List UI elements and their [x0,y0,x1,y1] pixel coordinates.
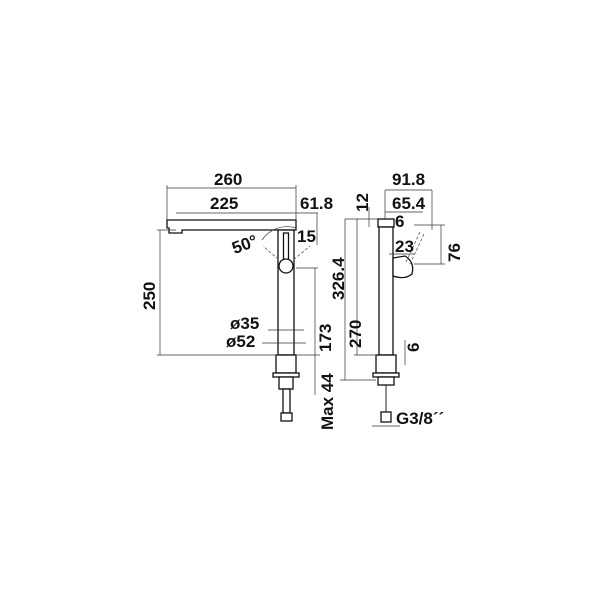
dim-diameter-52: ø52 [226,332,255,351]
dim-61-8: 61.8 [300,194,333,213]
handle [392,255,414,279]
pivot [278,258,294,274]
dim-260: 260 [214,170,242,189]
front-view-faucet [166,219,311,422]
dim-326-4: 326.4 [329,257,348,300]
dim-6-top: 6 [395,212,404,231]
dim-23: 23 [395,237,414,256]
dim-50-deg: 50° [229,231,260,258]
side-view-dimensions: 91.8 65.4 6 12 23 76 326.4 270 6 G3/8´´ [329,170,464,428]
dim-diameter-35: ø35 [230,314,259,333]
side-body-column [378,226,394,356]
lever-outline [405,231,421,263]
side-base [375,354,397,374]
swivel-arc [261,226,297,241]
nut [280,412,293,422]
front-view-dimensions: 260 225 61.8 50° 15 250 173 ø35 ø52 Max … [140,170,337,430]
dim-76: 76 [445,243,464,262]
base [275,354,297,374]
mount [278,376,294,390]
side-view-faucet [372,218,425,423]
dim-12: 12 [353,193,372,212]
spout [166,219,297,234]
dim-91-8: 91.8 [392,170,425,189]
dim-15: 15 [297,227,316,246]
dim-thread-g3-8: G3/8´´ [396,409,444,428]
dim-250: 250 [140,282,159,310]
dim-270: 270 [346,320,365,348]
dim-65-4: 65.4 [392,194,426,213]
dim-max-44: Max 44 [318,373,337,430]
dim-225: 225 [210,194,238,213]
cap [377,218,395,228]
dim-173: 173 [316,324,335,352]
side-nut [380,411,392,423]
dim-6-base: 6 [404,343,423,352]
shank [282,388,291,414]
